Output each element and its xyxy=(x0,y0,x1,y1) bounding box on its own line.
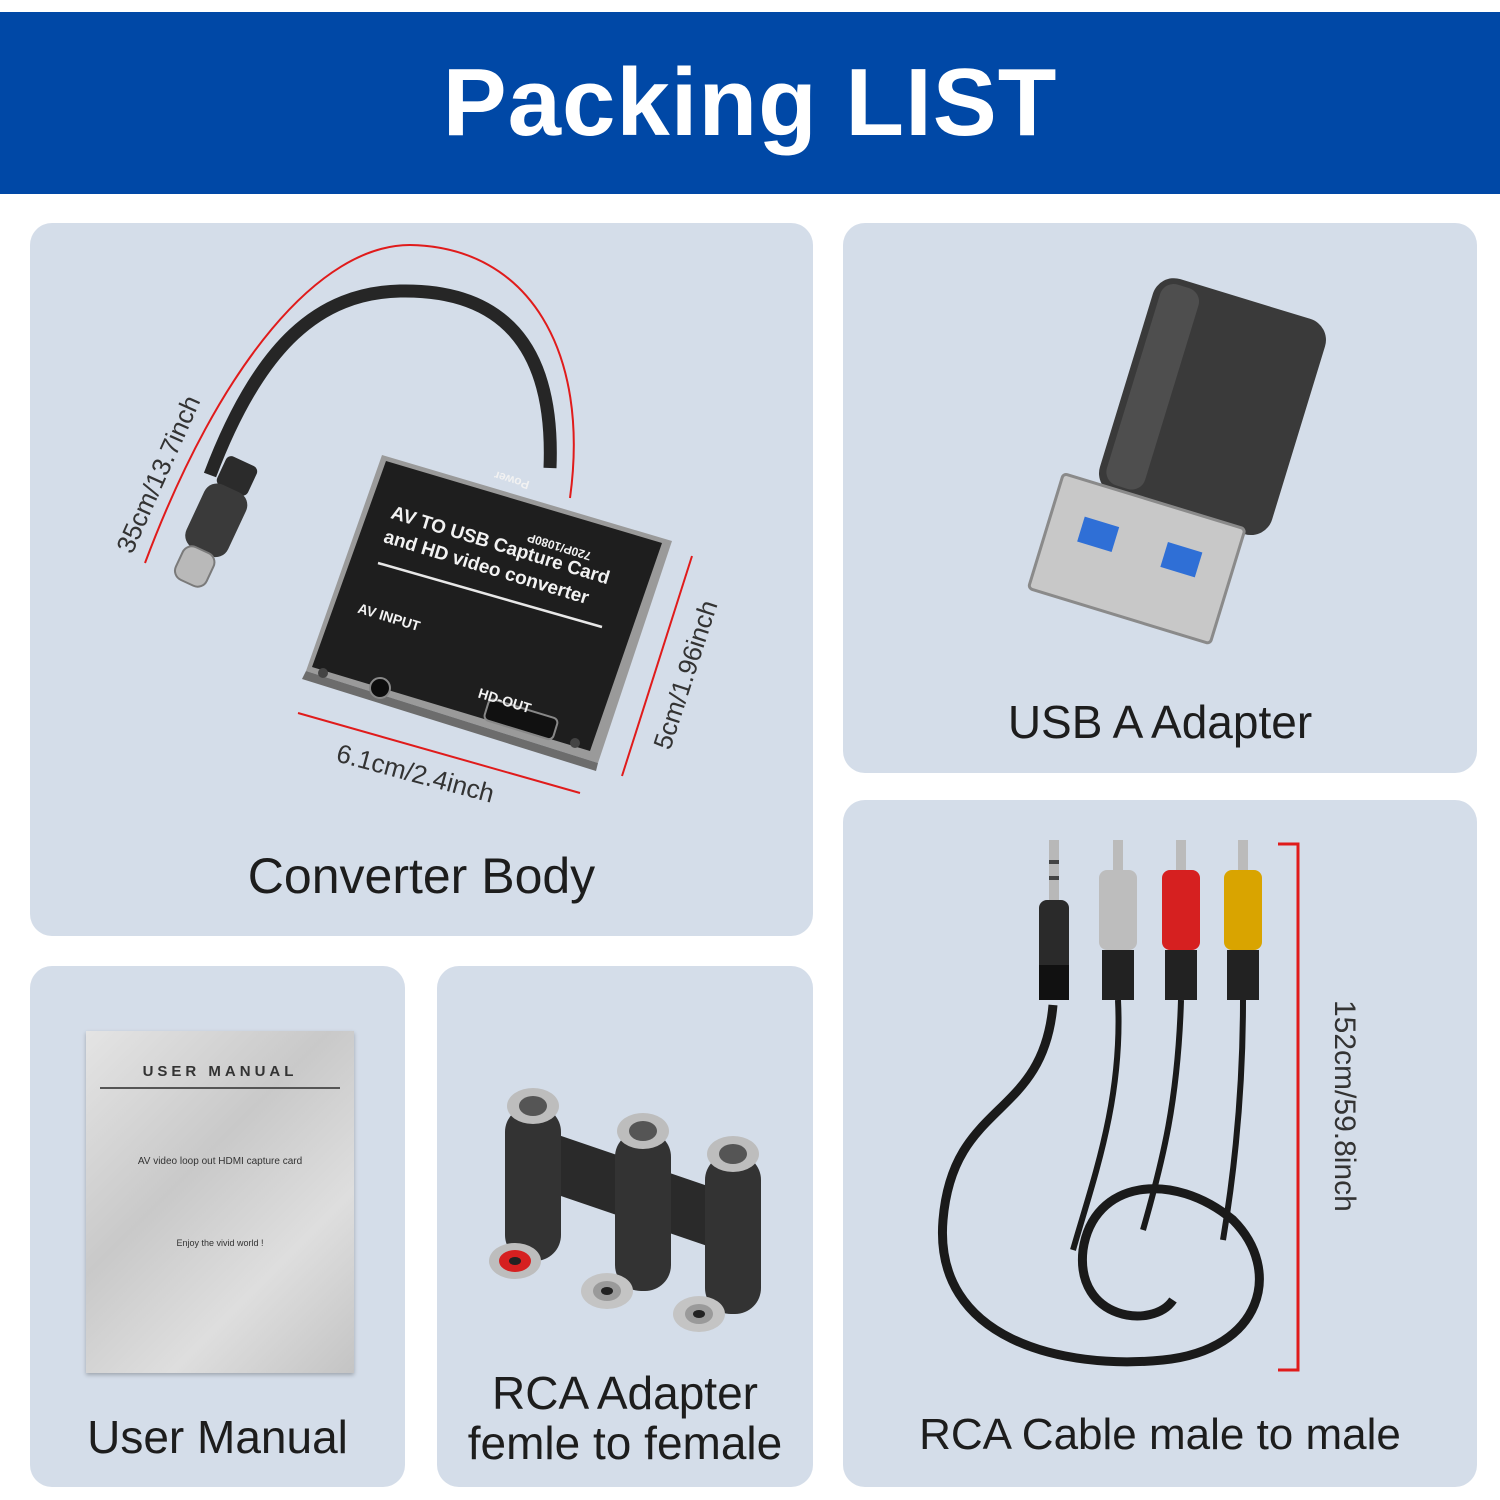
rca-cable-illustration: 152cm/59.8inch xyxy=(938,840,1361,1372)
rca-plug-red-icon xyxy=(1162,840,1200,1000)
rca-female-coupler-2 xyxy=(581,1113,671,1309)
header-banner: Packing LIST xyxy=(0,12,1500,194)
converter-device xyxy=(302,455,672,771)
usb-adapter-caption: USB A Adapter xyxy=(1007,696,1313,748)
rca-adapter-caption-line1: RCA Adapter xyxy=(492,1367,758,1419)
rca-plug-white-icon xyxy=(1099,840,1137,1000)
rca-female-coupler-1 xyxy=(489,1088,561,1279)
rca-adapter-caption-line2: femle to female xyxy=(467,1417,783,1469)
cable-dimension-line xyxy=(144,243,575,564)
usb-c-plug-icon xyxy=(173,456,258,588)
rca-cable-panel: 152cm/59.8inch RCA Cable male to male xyxy=(843,800,1477,1487)
width-dimension-label: 6.1cm/2.4inch xyxy=(333,738,497,809)
av-input-port-icon xyxy=(369,677,391,699)
user-manual-caption: User Manual xyxy=(87,1411,348,1463)
manual-cover-subtitle: AV video loop out HDMI capture card xyxy=(137,1156,303,1167)
converter-illustration: AV TO USB Capture Card and HD video conv… xyxy=(110,243,723,809)
height-dimension-label: 5cm/1.96inch xyxy=(647,596,723,752)
usb-adapter-illustration xyxy=(1027,278,1326,645)
rca-plug-yellow-icon xyxy=(1224,840,1262,1000)
user-manual-panel: USER MANUAL AV video loop out HDMI captu… xyxy=(30,966,405,1487)
rca-cable-caption: RCA Cable male to male xyxy=(919,1410,1401,1459)
width-dimension-line xyxy=(297,712,581,794)
manual-cover-title: USER MANUAL xyxy=(142,1063,298,1080)
cable-length-dimension-line xyxy=(1278,842,1300,1372)
height-dimension-line xyxy=(621,555,693,777)
rca-coiled-cable xyxy=(938,1004,1264,1367)
manual-cover-rule xyxy=(100,1087,340,1089)
usb-a-plug-icon xyxy=(1027,472,1246,645)
converter-caption: Converter Body xyxy=(247,848,596,904)
manual-cover-tagline: Enjoy the vivid world ! xyxy=(176,1238,264,1248)
rca-adapter-panel: RCA Adapter femle to female xyxy=(437,966,813,1487)
rca-female-coupler-3 xyxy=(673,1136,761,1332)
hdmi-port-icon xyxy=(483,698,559,741)
power-label: Power xyxy=(492,468,531,492)
page-title: Packing LIST xyxy=(442,49,1058,156)
rca-adapter-illustration xyxy=(489,1088,761,1332)
manual-booklet: USER MANUAL AV video loop out HDMI captu… xyxy=(86,1031,354,1373)
aux-3-5mm-plug-icon xyxy=(1039,840,1069,1000)
usb-c-cable xyxy=(203,284,557,478)
cable-length-label: 152cm/59.8inch xyxy=(1328,1000,1361,1212)
converter-body-panel: AV TO USB Capture Card and HD video conv… xyxy=(30,223,813,936)
usb-adapter-panel: USB A Adapter xyxy=(843,223,1477,773)
